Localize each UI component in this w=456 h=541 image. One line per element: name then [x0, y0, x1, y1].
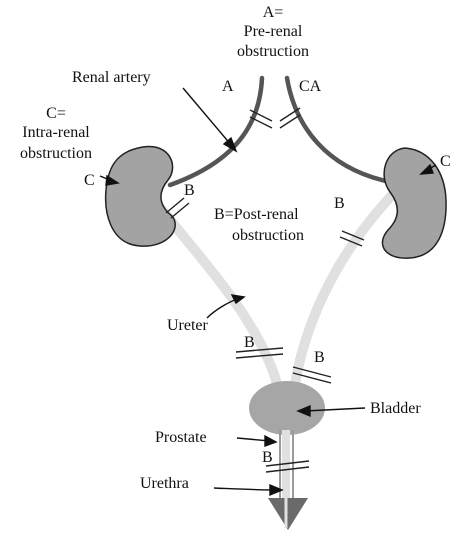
obstruction-b-left-kidney-1 — [165, 197, 185, 214]
a-left-label: A — [222, 78, 234, 95]
c-title-line1: C= — [46, 105, 66, 122]
a-title-line1: A= — [263, 4, 284, 21]
b-title-line2: obstruction — [232, 227, 304, 244]
a-title-line2: Pre-renal — [244, 23, 303, 40]
ureter-label: Ureter — [167, 317, 209, 334]
c-title-line3: obstruction — [20, 145, 92, 162]
c-right-kidney-label: C — [440, 153, 451, 170]
bladder-arrow-line — [304, 407, 366, 412]
obstruction-marks — [165, 107, 365, 473]
obstruction-a-right-2 — [279, 114, 301, 129]
obstruction-a-left-2 — [249, 116, 273, 129]
obstruction-a-left-1 — [249, 109, 273, 122]
right-renal-artery — [284, 75, 398, 186]
prostate-arrowhead — [264, 434, 278, 447]
obstruction-b-right-kidney-2 — [339, 236, 363, 247]
right-ureter — [287, 187, 400, 410]
ureter-arrowhead — [230, 294, 246, 305]
b-title-line1: B=Post-renal — [214, 206, 299, 223]
bladder-label: Bladder — [370, 400, 421, 417]
obstruction-b-right-kidney-1 — [341, 230, 365, 241]
b-right-kidney-label: B — [334, 195, 345, 212]
urethra-arrowhead — [269, 483, 284, 497]
c-title-line2: Intra-renal — [22, 124, 90, 141]
prostate-label: Prostate — [155, 429, 207, 446]
b-urethra-label: B — [262, 449, 273, 466]
c-left-kidney-label: C — [84, 172, 95, 189]
c-left-arrowhead — [105, 174, 120, 186]
ca-right-label: CA — [299, 78, 322, 95]
obstruction-b-ureter-right-2 — [292, 372, 332, 384]
obstruction-b-left-kidney-2 — [170, 202, 190, 219]
obstruction-b-urethra-1 — [265, 460, 310, 467]
obstruction-a-right-1 — [279, 107, 301, 122]
urethra-tip — [268, 498, 308, 530]
renal-artery-arrowhead — [222, 136, 238, 153]
renal-artery-arrow-line — [182, 87, 233, 147]
a-title-line3: obstruction — [237, 43, 309, 60]
obstruction-b-ureter-right-1 — [292, 366, 332, 378]
obstruction-b-ureter-left-2 — [235, 353, 284, 359]
urethra-label: Urethra — [140, 475, 189, 492]
left-renal-artery — [167, 75, 265, 188]
b-ureter-right-label: B — [314, 349, 325, 366]
bladder — [249, 381, 325, 435]
right-kidney — [381, 147, 447, 259]
urethra-arrow-line — [213, 487, 277, 491]
obstruction-b-urethra-2 — [265, 466, 310, 473]
left-kidney — [104, 145, 176, 247]
b-left-kidney-label: B — [184, 182, 195, 199]
b-ureter-left-label: B — [244, 334, 255, 351]
c-right-arrowhead — [419, 163, 434, 175]
renal-artery-label: Renal artery — [72, 69, 151, 86]
obstruction-b-ureter-left-1 — [235, 347, 284, 353]
bladder-arrowhead — [296, 404, 311, 418]
pointer-arrows — [99, 87, 437, 497]
